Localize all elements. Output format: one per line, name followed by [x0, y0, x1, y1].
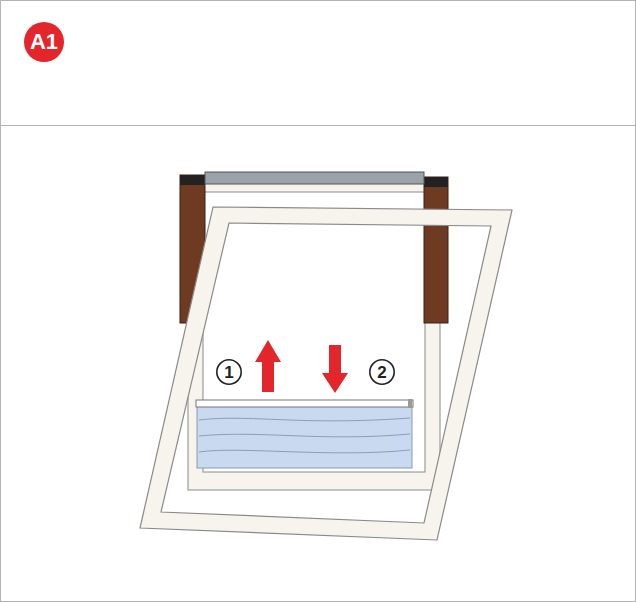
post-cap — [424, 177, 448, 187]
post-cap — [180, 175, 205, 185]
step-label: A1 — [30, 31, 58, 53]
callout-number: 2 — [369, 359, 395, 385]
header-divider — [0, 125, 636, 126]
circle-shape — [24, 22, 64, 62]
window-sash — [140, 207, 512, 540]
blind-bar — [196, 400, 413, 407]
blind-folds — [199, 418, 410, 453]
bar-handle — [408, 399, 412, 408]
blind-fabric — [197, 405, 412, 468]
step-badge: A1 — [24, 22, 64, 62]
up-arrow — [255, 340, 281, 392]
top-flashing — [205, 172, 424, 184]
callout-number: 1 — [216, 359, 242, 385]
callout-text: 2 — [377, 364, 386, 381]
lining-post — [424, 177, 448, 323]
callout-text: 1 — [224, 364, 233, 381]
circle-shape — [370, 360, 394, 384]
down-arrow — [322, 345, 348, 393]
circle-shape — [217, 360, 241, 384]
